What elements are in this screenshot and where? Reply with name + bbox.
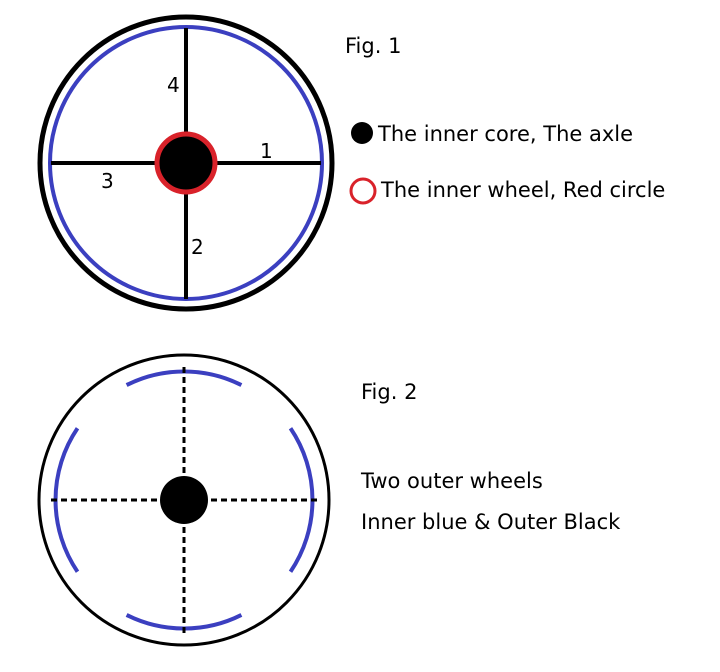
- fig1-legend-axle-text: The inner core, The axle: [377, 122, 633, 146]
- fig1-spoke-label-2: 2: [191, 235, 204, 259]
- red-ring-icon: [349, 177, 377, 205]
- fig1-red-inner-wheel: [154, 131, 218, 195]
- fig2-axle: [160, 476, 208, 524]
- fig1-outer-black-wheel: [37, 14, 335, 312]
- fig2-description-line1: Two outer wheels: [360, 469, 543, 493]
- fig1-wheel: 1 2 3 4: [37, 14, 335, 312]
- fig1-spoke-label-3: 3: [101, 169, 114, 193]
- fig1-caption: Fig. 1: [345, 34, 401, 58]
- filled-black-circle-icon: [351, 122, 373, 144]
- fig2-outer-black-wheel: [37, 353, 331, 647]
- fig2-wheel: [37, 353, 331, 647]
- fig1-spoke-label-4: 4: [167, 73, 180, 97]
- fig1-spoke-label-1: 1: [260, 139, 273, 163]
- fig1-legend-red-wheel-text: The inner wheel, Red circle: [380, 178, 665, 202]
- fig2-description-line2: Inner blue & Outer Black: [361, 510, 621, 534]
- fig1-legend: The inner core, The axle The inner wheel…: [349, 122, 665, 205]
- fig2-caption: Fig. 2: [361, 380, 417, 404]
